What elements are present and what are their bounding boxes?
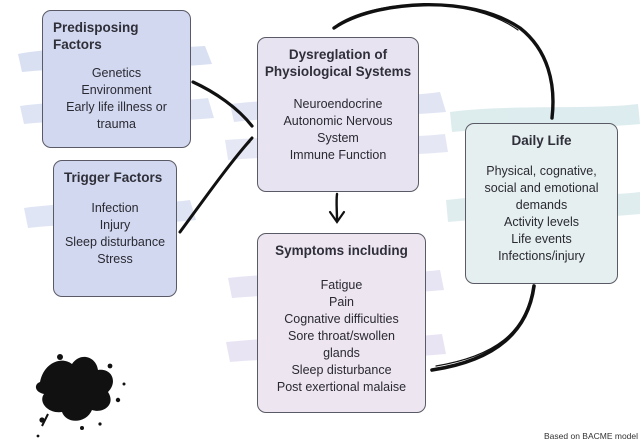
- predisposing-factors-list: Genetics Environment Early life illness …: [49, 65, 184, 133]
- daily-life-item: Physical, cognative,: [486, 164, 597, 178]
- symptom-item: Sleep disturbance: [291, 363, 392, 377]
- symptom-item: Cognative difficulties: [284, 312, 399, 326]
- trigger-item: Stress: [97, 252, 133, 266]
- symptom-item: Post exertional malaise: [276, 380, 407, 394]
- ink-splat: [35, 354, 126, 438]
- dysregulation-list: Neuroendocrine Autonomic Nervous System …: [264, 96, 412, 164]
- trigger-factors-list: Infection Injury Sleep disturbance Stres…: [60, 200, 170, 268]
- daily-life-item: Activity levels: [503, 215, 580, 229]
- predisposing-item: Environment: [81, 83, 152, 97]
- trigger-factors-box: Trigger Factors Infection Injury Sleep d…: [53, 160, 177, 297]
- symptom-item: Sore throat/swollen: [287, 329, 395, 343]
- dysregulation-box: Dysreglation of Physiological Systems Ne…: [257, 37, 419, 192]
- connector-strokes: [178, 3, 555, 372]
- daily-life-item: Infections/injury: [498, 249, 585, 263]
- predisposing-factors-title: Predisposing Factors: [53, 20, 139, 52]
- daily-life-item: Life events: [511, 232, 572, 246]
- trigger-item: Infection: [91, 201, 139, 215]
- dysregulation-item: Immune Function: [289, 148, 387, 162]
- predisposing-item: Early life illness or: [66, 100, 167, 114]
- dysregulation-title-line: Physiological Systems: [264, 64, 412, 79]
- predisposing-factors-box: Predisposing Factors Genetics Environmen…: [42, 10, 191, 148]
- symptom-item: glands: [323, 346, 360, 360]
- symptoms-list: Fatigue Pain Cognative difficulties Sore…: [264, 277, 419, 396]
- daily-life-title: Daily Life: [511, 133, 572, 148]
- dysregulation-title: Dysreglation of Physiological Systems: [264, 46, 412, 80]
- symptoms-title: Symptoms including: [275, 243, 408, 258]
- predisposing-item: Genetics: [91, 66, 142, 80]
- daily-life-item: social and emotional: [484, 181, 599, 195]
- dysregulation-item: Neuroendocrine: [293, 97, 383, 111]
- trigger-factors-title: Trigger Factors: [64, 170, 163, 185]
- trigger-item: Injury: [99, 218, 131, 232]
- dysregulation-item: System: [317, 131, 359, 145]
- symptoms-box: Symptoms including Fatigue Pain Cognativ…: [257, 233, 426, 413]
- symptom-item: Pain: [328, 295, 355, 309]
- predisposing-item: trauma: [97, 117, 136, 131]
- source-credit: Based on BACME model: [544, 431, 639, 441]
- trigger-item: Sleep disturbance: [64, 235, 166, 249]
- daily-life-list: Physical, cognative, social and emotiona…: [472, 163, 611, 265]
- dysregulation-title-line: Dysreglation of: [288, 47, 388, 62]
- symptom-item: Fatigue: [320, 278, 363, 292]
- daily-life-box: Daily Life Physical, cognative, social a…: [465, 123, 618, 284]
- dysregulation-item: Autonomic Nervous: [283, 114, 393, 128]
- daily-life-item: demands: [515, 198, 568, 212]
